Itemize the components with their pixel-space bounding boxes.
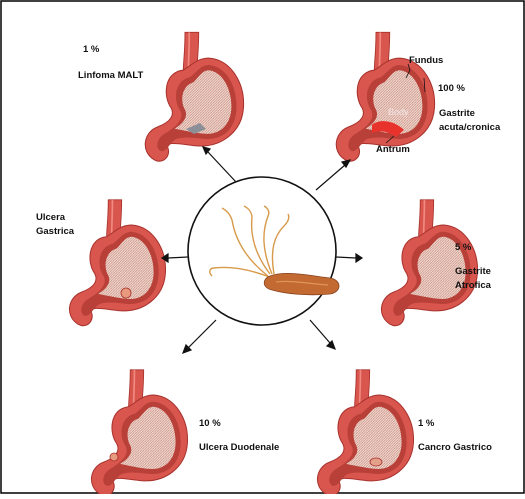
cancer-label: Cancro Gastrico [418, 442, 492, 454]
gastric-ulcer-marker [121, 288, 131, 298]
stomach-gastric-ulcer [69, 200, 165, 326]
malt-label: Linfoma MALT [78, 70, 143, 82]
duodenal-ulcer-percent: 10 % [199, 418, 221, 430]
atrophic-percent: 5 % [455, 242, 471, 254]
atrophic-label-2: Atrofica [455, 280, 491, 292]
gastritis-percent: 100 % [438, 83, 465, 95]
gastritis-label-1: Gastrite [439, 108, 475, 120]
atrophic-label-1: Gastrite [455, 266, 491, 278]
gastric-ulcer-label-2: Gastrica [36, 226, 74, 238]
duodenal-ulcer-marker [110, 453, 118, 461]
stomach-duodenal-ulcer [91, 370, 187, 494]
stomach-atrophic [381, 200, 477, 326]
fundus-label: Fundus [409, 55, 443, 67]
malt-percent: 1 % [83, 44, 99, 56]
stomach-cancer [317, 370, 413, 494]
duodenal-ulcer-label: Ulcera Duodenale [199, 442, 279, 454]
stomach-gastritis [336, 32, 434, 161]
cancer-percent: 1 % [418, 418, 434, 430]
antrum-label: Antrum [376, 144, 410, 156]
center-circle [188, 177, 336, 325]
gastric-ulcer-label-1: Ulcera [36, 212, 65, 224]
cancer-marker [370, 458, 382, 466]
body-label: Body [388, 106, 409, 118]
stomach-malt [145, 32, 243, 161]
gastritis-label-2: acuta/cronica [439, 122, 500, 134]
